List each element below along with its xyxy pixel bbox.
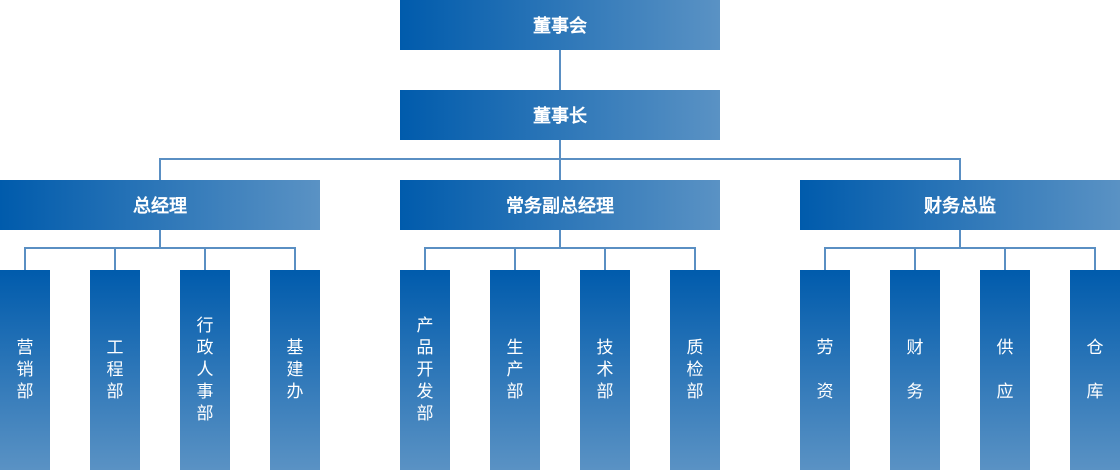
connector bbox=[824, 247, 826, 270]
node-label: 财务总监 bbox=[924, 196, 996, 217]
connector bbox=[604, 247, 606, 270]
connector bbox=[824, 247, 1096, 249]
dept-label: 产品开发部 bbox=[416, 316, 434, 424]
connector bbox=[559, 50, 561, 90]
dept-label: 仓库 bbox=[1086, 338, 1104, 402]
dept-node: 仓库 bbox=[1070, 270, 1120, 470]
connector bbox=[24, 247, 296, 249]
connector bbox=[159, 158, 161, 180]
connector bbox=[294, 247, 296, 270]
dept-label: 基建办 bbox=[286, 338, 304, 402]
connector bbox=[694, 247, 696, 270]
dept-label: 营销部 bbox=[16, 338, 34, 402]
connector bbox=[559, 230, 561, 248]
node-chairman: 董事长 bbox=[400, 90, 720, 140]
dept-node: 劳资 bbox=[800, 270, 850, 470]
connector bbox=[424, 247, 426, 270]
node-label: 常务副总经理 bbox=[506, 196, 614, 217]
dept-node: 产品开发部 bbox=[400, 270, 450, 470]
dept-node: 工程部 bbox=[90, 270, 140, 470]
node-executive-deputy-gm: 常务副总经理 bbox=[400, 180, 720, 230]
dept-node: 基建办 bbox=[270, 270, 320, 470]
node-general-manager: 总经理 bbox=[0, 180, 320, 230]
node-label: 董事长 bbox=[533, 106, 587, 127]
node-board: 董事会 bbox=[400, 0, 720, 50]
connector bbox=[914, 247, 916, 270]
connector bbox=[114, 247, 116, 270]
connector bbox=[159, 158, 961, 160]
dept-label: 质检部 bbox=[686, 338, 704, 402]
connector bbox=[514, 247, 516, 270]
dept-node: 财务 bbox=[890, 270, 940, 470]
dept-node: 供应 bbox=[980, 270, 1030, 470]
dept-label: 生产部 bbox=[506, 338, 524, 402]
connector bbox=[204, 247, 206, 270]
dept-node: 生产部 bbox=[490, 270, 540, 470]
dept-node: 营销部 bbox=[0, 270, 50, 470]
dept-node: 行政人事部 bbox=[180, 270, 230, 470]
dept-label: 技术部 bbox=[596, 338, 614, 402]
connector bbox=[559, 140, 561, 180]
node-label: 总经理 bbox=[133, 196, 187, 217]
connector bbox=[159, 230, 161, 248]
connector bbox=[24, 247, 26, 270]
dept-node: 技术部 bbox=[580, 270, 630, 470]
connector bbox=[1094, 247, 1096, 270]
dept-label: 行政人事部 bbox=[196, 316, 214, 424]
connector bbox=[1004, 247, 1006, 270]
dept-label: 财务 bbox=[906, 338, 924, 402]
connector bbox=[424, 247, 696, 249]
node-cfo: 财务总监 bbox=[800, 180, 1120, 230]
connector bbox=[959, 158, 961, 180]
dept-label: 劳资 bbox=[816, 338, 834, 402]
node-label: 董事会 bbox=[533, 16, 587, 37]
dept-node: 质检部 bbox=[670, 270, 720, 470]
dept-label: 供应 bbox=[996, 338, 1014, 402]
connector bbox=[959, 230, 961, 248]
dept-label: 工程部 bbox=[106, 338, 124, 402]
